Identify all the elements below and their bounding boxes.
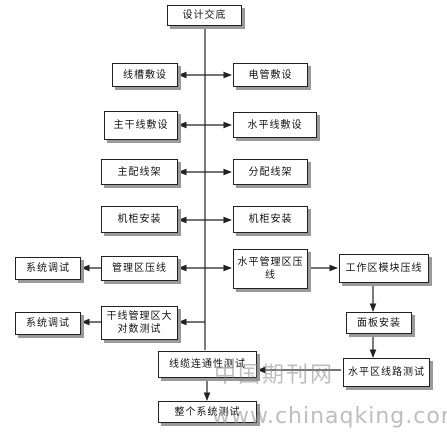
node-work-area-crimp: 工作区模块压线 bbox=[339, 254, 429, 283]
node-main-frame: 主配线架 bbox=[101, 159, 178, 185]
node-trunking: 线槽敷设 bbox=[112, 63, 178, 87]
node-horizontal-cable: 水平线敷设 bbox=[233, 112, 317, 138]
node-trunk-mgmt-test: 干线管理区大对数测试 bbox=[101, 306, 178, 340]
watermark-chinese: 中国期刊网 bbox=[214, 363, 335, 388]
node-cable-test: 线缆连通性测试 bbox=[158, 351, 257, 378]
node-horiz-mgmt-crimp: 水平管理区压线 bbox=[233, 249, 308, 289]
node-cabinet-left: 机柜安装 bbox=[101, 206, 178, 233]
node-mgmt-crimp: 管理区压线 bbox=[101, 256, 178, 281]
node-cabinet-right: 机柜安装 bbox=[233, 206, 308, 233]
node-sys-test-1: 系统调试 bbox=[15, 257, 81, 280]
node-whole-test: 整个系统测试 bbox=[158, 401, 257, 423]
node-conduit: 电管敷设 bbox=[233, 63, 308, 87]
node-dist-frame: 分配线架 bbox=[233, 159, 308, 185]
node-sys-test-2: 系统调试 bbox=[15, 312, 81, 335]
node-horiz-line-test: 水平区线路测试 bbox=[343, 358, 430, 387]
node-faceplate: 面板安装 bbox=[346, 312, 412, 334]
watermark-url: www.chinaqking.com bbox=[212, 404, 447, 429]
node-backbone-cable: 主干线敷设 bbox=[104, 111, 178, 140]
node-design: 设计交底 bbox=[167, 5, 242, 26]
